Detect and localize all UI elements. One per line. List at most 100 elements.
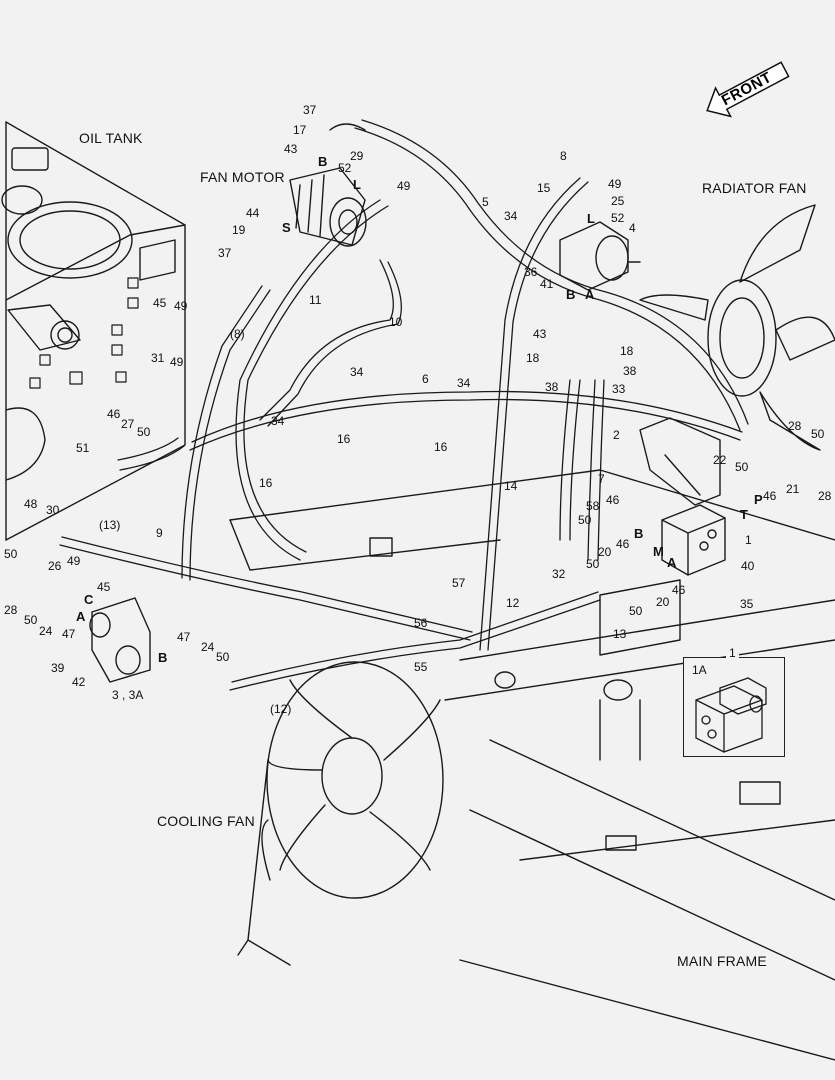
callout-3-3a: 3 , 3A [112,688,144,702]
inset-valve-drawing [695,677,767,753]
radiator-fan-drawing [639,204,835,451]
callout-50: 50 [735,460,749,474]
callout-50: 50 [137,425,151,439]
callout-4: 4 [629,221,636,235]
callout-12: 12 [506,596,520,610]
callout-47: 47 [62,627,76,641]
callout-33: 33 [612,382,626,396]
callout-50: 50 [4,547,18,561]
callout-34: 34 [271,414,285,428]
callout-58: 58 [586,499,600,513]
callout-52: 52 [611,211,625,225]
port-letter-b: B [158,650,168,665]
callout-49: 49 [67,554,81,568]
callout-47: 47 [177,630,191,644]
oil-tank-drawing [1,121,186,541]
port-letter-p: P [754,492,763,507]
callout-31: 31 [151,351,165,365]
callout-50: 50 [216,650,230,664]
callout-16: 16 [434,440,448,454]
callout-46: 46 [763,489,777,503]
callout-46: 46 [107,407,121,421]
callout-41: 41 [540,277,554,291]
valve-block-drawing [661,504,726,576]
callout-8-ref: (8) [230,327,245,341]
inset-title: 1 [726,647,739,659]
callout-13-ref: (13) [99,518,121,532]
callout-19: 19 [232,223,246,237]
port-letter-a: A [667,555,677,570]
callout-28: 28 [818,489,832,503]
radiator-fan-motor-drawing [559,221,641,291]
callout-57: 57 [452,576,466,590]
port-letter-l: L [587,211,595,226]
callout-34: 34 [350,365,364,379]
callout-27: 27 [121,417,135,431]
callout-49: 49 [608,177,622,191]
callout-43: 43 [533,327,547,341]
callout-39: 39 [51,661,65,675]
callout-28: 28 [788,419,802,433]
port-letter-s: S [282,220,291,235]
callout-22: 22 [713,453,727,467]
callout-50: 50 [586,557,600,571]
port-letter-b: B [318,154,328,169]
callout-24: 24 [201,640,215,654]
callout-46: 46 [672,583,686,597]
callout-18: 18 [526,351,540,365]
cooling-fan-label: COOLING FAN [157,813,255,829]
callout-34: 34 [457,376,471,390]
callout-46: 46 [606,493,620,507]
callout-15: 15 [537,181,551,195]
callout-24: 24 [39,624,53,638]
callout-2: 2 [613,428,620,442]
callout-49: 49 [174,299,188,313]
callout-16: 16 [337,432,351,446]
callout-20: 20 [656,595,670,609]
callout-45: 45 [153,296,167,310]
front-arrow: FRONT [696,51,796,130]
callout-38: 38 [545,380,559,394]
callout-16: 16 [259,476,273,490]
port-letter-b: B [634,526,644,541]
bracket-drawing [639,417,721,506]
callout-14: 14 [504,479,518,493]
callout-48: 48 [24,497,38,511]
callout-44: 44 [246,206,260,220]
callout-52: 52 [338,161,352,175]
callout-50: 50 [578,513,592,527]
callout-7: 7 [598,472,605,486]
callout-12-ref: (12) [270,702,292,716]
callout-37: 37 [303,103,317,117]
callout-11: 11 [309,293,322,307]
callout-29: 29 [350,149,364,163]
callout-55: 55 [414,660,428,674]
callout-6: 6 [422,372,429,386]
pump-drawing [89,597,151,683]
callout-5: 5 [482,195,489,209]
oil-tank-label: OIL TANK [79,130,143,146]
callout-49: 49 [397,179,411,193]
callout-21: 21 [786,482,800,496]
radiator-fan-label: RADIATOR FAN [702,180,807,196]
callout-25: 25 [611,194,625,208]
callout-46: 46 [616,537,630,551]
callout-38: 38 [623,364,637,378]
callout-51: 51 [76,441,90,455]
port-letter-a: A [585,287,595,302]
port-letter-l: L [353,177,361,192]
inset-tag: 1A [692,663,707,677]
callout-30: 30 [46,503,60,517]
fan-motor-drawing [289,123,367,247]
port-letter-c: C [84,592,94,607]
callout-17: 17 [293,123,307,137]
callout-28: 28 [4,603,18,617]
callout-37: 37 [218,246,232,260]
callout-34: 34 [504,209,518,223]
callout-40: 40 [741,559,755,573]
callout-45: 45 [97,580,111,594]
callout-50: 50 [24,613,38,627]
front-arrow-icon [706,61,790,118]
